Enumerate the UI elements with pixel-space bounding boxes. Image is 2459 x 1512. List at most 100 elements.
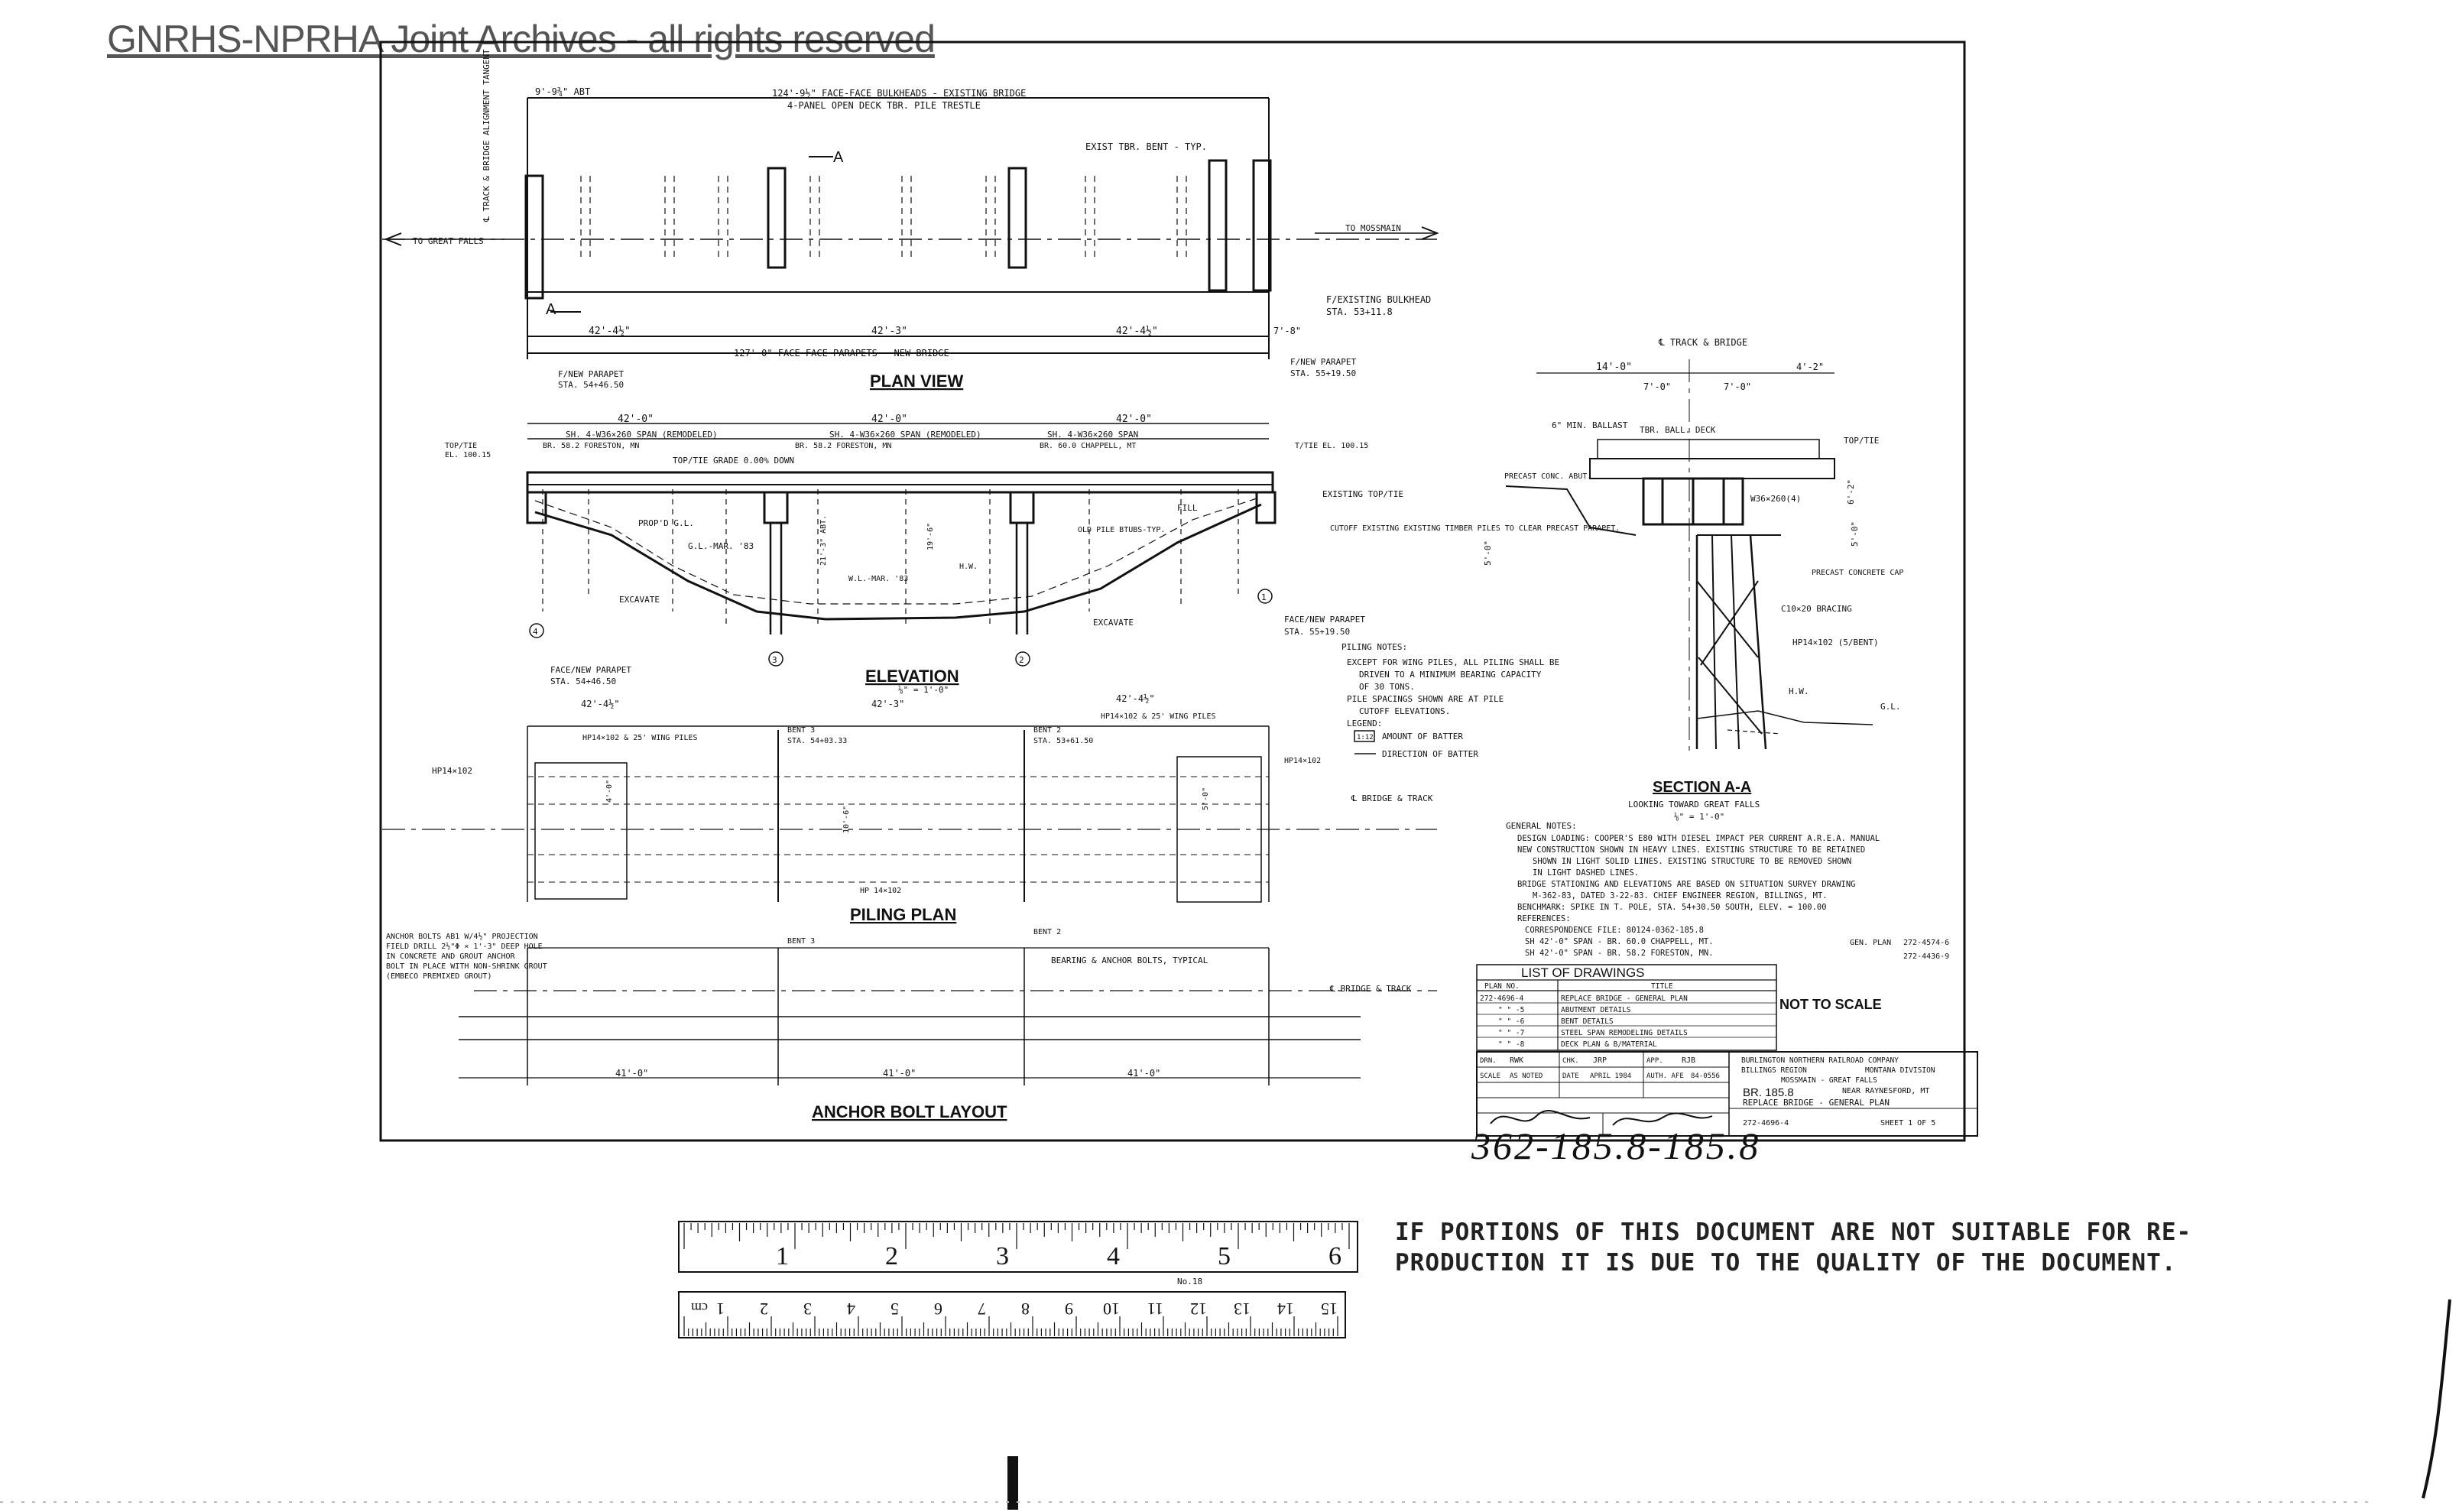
general-note-line: BENCHMARK: SPIKE IN T. POLE, STA. 54+30.… <box>1517 903 1827 912</box>
pile-hp-right: HP14×102 <box>1284 757 1321 765</box>
plan-exist-bent: EXIST TBR. BENT - TYP. <box>1085 141 1207 152</box>
legend-batter-symbol: 1:12 <box>1357 734 1374 741</box>
pile-hp-right-wing: HP14×102 & 25' WING PILES <box>1101 712 1216 721</box>
plan-parapet-left-sta: STA. 54+46.50 <box>558 380 624 390</box>
general-note-line: DESIGN LOADING: COOPER'S E80 WITH DIESEL… <box>1517 834 1880 843</box>
tb-dr: DRN. <box>1480 1057 1497 1065</box>
general-note-line: REFERENCES: <box>1517 914 1571 923</box>
general-note-line: SH 42'-0" SPAN - BR. 60.0 CHAPPELL, MT. <box>1525 937 1714 946</box>
pile-d2: 10'-6" <box>842 806 851 833</box>
quality-notice: IF PORTIONS OF THIS DOCUMENT ARE NOT SUI… <box>1395 1217 2192 1278</box>
pile-bent2: BENT 2 <box>1033 726 1061 735</box>
elev-face-parapet: FACE/NEW PARAPET <box>1284 615 1365 625</box>
sec-d2: 6'-2" <box>1846 479 1856 505</box>
tb-date: DATE <box>1562 1072 1579 1080</box>
sec-precast-cap: PRECAST CONCRETE CAP <box>1812 569 1903 577</box>
elev-span3-len: 42'-0" <box>1116 414 1152 425</box>
elev-num-1: 1 <box>1261 592 1267 602</box>
plan-to-right: TO MOSSMAIN <box>1345 223 1401 233</box>
list-of-drawings <box>1476 964 1777 1051</box>
elev-dim-mid: 42'-3" <box>871 699 904 709</box>
scan-edge <box>2422 1299 2451 1499</box>
elev-span1: SH. 4-W36×260 SPAN (REMODELED) <box>566 430 718 440</box>
sec-hp: HP14×102 (5/BENT) <box>1792 638 1879 647</box>
sec-bracing: C10×20 BRACING <box>1781 604 1852 614</box>
sec-w36: W36×260(4) <box>1750 494 1801 504</box>
sec-gl: G.L. <box>1880 702 1901 712</box>
general-note-line: CORRESPONDENCE FILE: 80124-0362-185.8 <box>1525 926 1704 935</box>
ruler-inch-2: 2 <box>885 1242 898 1270</box>
section-sub: LOOKING TOWARD GREAT FALLS <box>1628 800 1760 810</box>
plan-view-title: PLAN VIEW <box>870 372 963 391</box>
not-to-scale: NOT TO SCALE <box>1779 997 1882 1012</box>
notice-line1: IF PORTIONS OF THIS DOCUMENT ARE NOT SUI… <box>1395 1218 2192 1246</box>
scan-artifact-mark <box>1007 1456 1018 1510</box>
elev-wl: W.L.-MAR. '83 <box>848 575 908 583</box>
signature-right <box>1612 1112 1713 1126</box>
drawing-number: 362-185.8-185.8 <box>1471 1124 1761 1167</box>
plan-parapet-right: F/NEW PARAPET <box>1290 357 1356 367</box>
drawing-row-no: " " -6 <box>1498 1017 1525 1026</box>
tb-desc: REPLACE BRIDGE - GENERAL PLAN <box>1743 1098 1890 1108</box>
sec-ballast: 6" MIN. BALLAST <box>1552 420 1628 430</box>
tb-scale-v: AS NOTED <box>1510 1072 1543 1080</box>
ruler-cm-3: 3 <box>803 1299 812 1319</box>
watermark-prefix: GNRHS-NPRHA <box>107 18 381 60</box>
ruler-model: No.18 <box>1177 1277 1202 1286</box>
plan-top-note1: 124'-9½" FACE-FACE BULKHEADS - EXISTING … <box>772 88 1026 99</box>
elev-old-pile: OLD PILE BTUBS-TYP. <box>1078 526 1165 534</box>
anchor-track: ℄ BRIDGE & TRACK <box>1329 984 1412 994</box>
drawings-title: LIST OF DRAWINGS <box>1521 965 1645 980</box>
piling-notes-line5: CUTOFF ELEVATIONS. <box>1359 706 1450 716</box>
plan-section-mark-a: A <box>546 301 556 318</box>
drawing-row-title: STEEL SPAN REMODELING DETAILS <box>1561 1029 1688 1037</box>
tb-date-v: APRIL 1984 <box>1590 1072 1631 1080</box>
plan-dim-mid: 42'-3" <box>871 326 907 337</box>
anchor-title: ANCHOR BOLT LAYOUT <box>812 1102 1007 1121</box>
tb-app: APP. <box>1646 1057 1663 1065</box>
pile-hp-left: HP14×102 <box>432 766 472 776</box>
elev-span2: SH. 4-W36×260 SPAN (REMODELED) <box>829 430 981 440</box>
elev-span3: SH. 4-W36×260 SPAN <box>1047 430 1138 440</box>
sheet-border <box>379 41 1966 1142</box>
elev-cutoff: CUTOFF EXISTING EXISTING TIMBER PILES TO… <box>1330 524 1620 533</box>
ruler-cm-5: 5 <box>890 1299 899 1319</box>
elev-dim-left: 42'-4½" <box>581 699 620 709</box>
general-note-line: SH 42'-0" SPAN - BR. 58.2 FORESTON, MN. <box>1525 949 1714 958</box>
ruler-cm-13: 13 <box>1234 1299 1251 1319</box>
piling-notes-legend2: DIRECTION OF BATTER <box>1382 749 1478 759</box>
signature-left <box>1490 1110 1591 1124</box>
plan-to-left: TO GREAT FALLS <box>413 236 484 246</box>
elevation-title: ELEVATION <box>865 667 959 686</box>
drawing-row-title: ABUTMENT DETAILS <box>1561 1006 1631 1014</box>
ruler-inch-3: 3 <box>996 1242 1009 1270</box>
anchor-note1: ANCHOR BOLTS AB1 W/4½" PROJECTION <box>386 932 538 941</box>
sec-w14: 14'-0" <box>1596 362 1632 373</box>
plan-abt-left: 9'-9¾" ABT <box>535 86 590 97</box>
elev-exist-topotie: EXISTING TOP/TIE <box>1322 489 1403 499</box>
drawing-row-title: BENT DETAILS <box>1561 1017 1614 1026</box>
elev-excavate1: EXCAVATE <box>619 595 660 605</box>
anchor-dim-right: 41'-0" <box>1127 1068 1160 1079</box>
elev-dim-a: 21'-3" ABT. <box>819 515 828 566</box>
ruler-cm-12: 12 <box>1190 1299 1207 1319</box>
tb-auth-v: 84-0556 <box>1691 1072 1720 1080</box>
anchor-dim-mid: 41'-0" <box>883 1068 916 1079</box>
piling-notes-line2: DRIVEN TO A MINIMUM BEARING CAPACITY <box>1359 670 1542 680</box>
plan-parapet-right-sta: STA. 55+19.50 <box>1290 368 1356 378</box>
anchor-bolt-layout <box>459 947 1437 1085</box>
general-note-line: NEW CONSTRUCTION SHOWN IN HEAVY LINES. E… <box>1517 845 1865 855</box>
pile-d1: 4'-0" <box>605 780 614 803</box>
tb-chkn: JRP <box>1593 1056 1607 1065</box>
gen-plan-ref2: 272-4436-9 <box>1903 952 1949 961</box>
ruler-cm-11: 11 <box>1147 1299 1163 1319</box>
elev-span3-src: BR. 60.0 CHAPPELL, MT <box>1040 442 1136 450</box>
piling-plan-title: PILING PLAN <box>850 905 956 924</box>
ruler-cm-2: 2 <box>760 1299 768 1319</box>
ruler-cm-6: 6 <box>934 1299 942 1319</box>
pile-bent3: BENT 3 <box>787 726 815 735</box>
anchor-note3: IN CONCRETE AND GROUT ANCHOR <box>386 952 516 961</box>
drawings-col1: PLAN NO. <box>1484 982 1520 991</box>
section-scale: ⅛" = 1'-0" <box>1674 812 1724 822</box>
tb-drawing-no: 272-4696-4 <box>1743 1119 1789 1128</box>
